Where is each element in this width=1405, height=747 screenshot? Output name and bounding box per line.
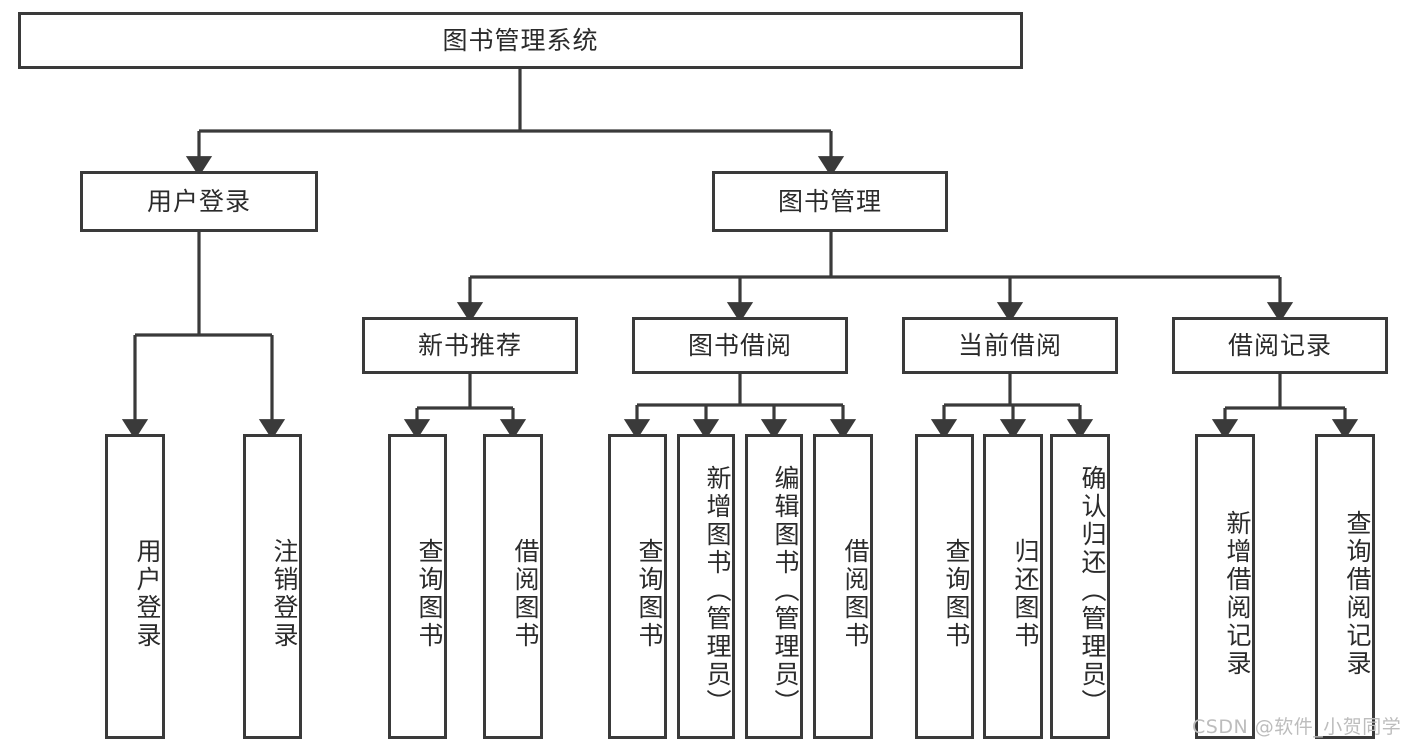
node-user-login-label: 用户登录 — [146, 186, 251, 216]
node-current-borrow-label: 当前借阅 — [957, 330, 1062, 360]
node-root[interactable]: 图书管理系统 — [18, 12, 1023, 69]
node-leaf-query-book-2-label: 查询图书 — [635, 537, 664, 650]
node-leaf-return-book-label: 归还图书 — [1011, 537, 1040, 650]
node-leaf-query-book-1-label: 查询图书 — [415, 537, 444, 650]
node-leaf-query-borrow-record-label: 查询借阅记录 — [1343, 509, 1372, 678]
node-leaf-query-book-2[interactable]: 查询图书 — [608, 434, 667, 739]
node-borrow-record[interactable]: 借阅记录 — [1172, 317, 1388, 374]
node-book-borrow[interactable]: 图书借阅 — [632, 317, 848, 374]
node-leaf-add-borrow-record-label: 新增借阅记录 — [1223, 509, 1252, 678]
node-leaf-borrow-book-2-label: 借阅图书 — [841, 537, 870, 650]
node-leaf-logout-login-label: 注销登录 — [270, 537, 299, 650]
node-leaf-add-borrow-record[interactable]: 新增借阅记录 — [1195, 434, 1255, 739]
node-user-login[interactable]: 用户登录 — [80, 171, 318, 232]
node-leaf-borrow-book-1-label: 借阅图书 — [511, 537, 540, 650]
node-leaf-return-book[interactable]: 归还图书 — [983, 434, 1043, 739]
node-leaf-borrow-book-2[interactable]: 借阅图书 — [813, 434, 873, 739]
node-leaf-user-login-label: 用户登录 — [133, 537, 162, 650]
node-leaf-query-borrow-record[interactable]: 查询借阅记录 — [1315, 434, 1375, 739]
node-leaf-confirm-return-label: 确认归还（管理员） — [1078, 464, 1107, 717]
node-book-manage[interactable]: 图书管理 — [712, 171, 948, 232]
node-book-borrow-label: 图书借阅 — [687, 330, 792, 360]
node-leaf-edit-book-admin[interactable]: 编辑图书（管理员） — [745, 434, 803, 739]
node-leaf-query-book-3-label: 查询图书 — [942, 537, 971, 650]
node-leaf-logout-login[interactable]: 注销登录 — [243, 434, 302, 739]
node-new-book-recommend[interactable]: 新书推荐 — [362, 317, 578, 374]
node-leaf-user-login[interactable]: 用户登录 — [105, 434, 165, 739]
node-new-book-recommend-label: 新书推荐 — [417, 330, 522, 360]
node-leaf-borrow-book-1[interactable]: 借阅图书 — [483, 434, 543, 739]
node-leaf-add-book-admin[interactable]: 新增图书（管理员） — [677, 434, 735, 739]
node-leaf-query-book-3[interactable]: 查询图书 — [915, 434, 974, 739]
node-book-manage-label: 图书管理 — [777, 186, 882, 216]
node-leaf-edit-book-admin-label: 编辑图书（管理员） — [771, 464, 800, 717]
node-leaf-add-book-admin-label: 新增图书（管理员） — [703, 464, 732, 717]
node-current-borrow[interactable]: 当前借阅 — [902, 317, 1118, 374]
node-leaf-confirm-return[interactable]: 确认归还（管理员） — [1050, 434, 1110, 739]
node-leaf-query-book-1[interactable]: 查询图书 — [388, 434, 447, 739]
node-borrow-record-label: 借阅记录 — [1227, 330, 1332, 360]
node-root-label: 图书管理系统 — [442, 25, 599, 55]
